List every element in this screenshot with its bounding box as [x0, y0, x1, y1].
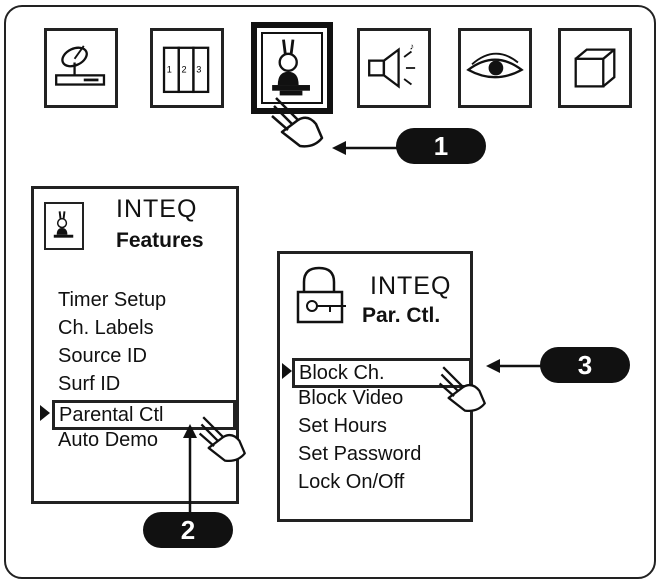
channel-books-icon: 1 2 3 [162, 46, 210, 94]
par-ctl-brand: INTEQ [370, 272, 452, 300]
features-title: Features [116, 229, 204, 252]
callout-1-arrow [332, 141, 398, 155]
callout-1-badge: 1 [396, 128, 486, 164]
pointing-hand-icon-3 [436, 360, 492, 416]
callout-3-arrow [486, 359, 546, 373]
pointing-hand-icon-2 [196, 410, 252, 466]
selection-pointer-icon [40, 405, 50, 421]
menu-item-parental-ctl-label: Parental Ctl [59, 404, 164, 426]
menu-item-auto-demo[interactable]: Auto Demo [58, 429, 159, 451]
svg-text:1: 1 [167, 65, 172, 75]
pointing-hand-icon [268, 90, 330, 152]
features-panel-icon [44, 202, 84, 250]
menu-item-parental-ctl[interactable]: Parental Ctl [52, 400, 236, 430]
menu-item-set-hours[interactable]: Set Hours [298, 415, 387, 437]
svg-text:2: 2 [181, 65, 186, 75]
menu-item-block-video[interactable]: Block Video [298, 387, 404, 409]
cube-icon [574, 48, 616, 88]
par-ctl-title: Par. Ctl. [362, 304, 441, 327]
features-button[interactable] [251, 22, 333, 114]
features-panel: INTEQ Features Timer Setup Ch. Labels So… [31, 186, 239, 504]
callout-3-badge: 3 [540, 347, 630, 383]
audio-button[interactable]: ♪ [357, 28, 431, 108]
satellite-setup-icon [55, 45, 106, 86]
menu-item-timer-setup[interactable]: Timer Setup [58, 289, 167, 311]
menu-item-source-id[interactable]: Source ID [58, 345, 147, 367]
menu-item-block-ch-label: Block Ch. [299, 362, 385, 384]
menu-item-lock-on-off[interactable]: Lock On/Off [298, 471, 405, 493]
cube-button[interactable] [558, 28, 632, 108]
menu-item-ch-labels[interactable]: Ch. Labels [58, 317, 154, 339]
picture-eye-icon [466, 52, 524, 79]
audio-speaker-icon: ♪ [368, 42, 416, 89]
menu-item-block-ch[interactable]: Block Ch. [292, 358, 472, 388]
callout-2-badge: 2 [143, 512, 233, 548]
features-rabbit-icon [272, 39, 310, 96]
svg-text:♪: ♪ [410, 42, 415, 52]
selection-pointer-icon-2 [282, 363, 292, 379]
par-ctl-panel: INTEQ Par. Ctl. Block Ch. Block Video Se… [277, 251, 473, 522]
menu-item-set-password[interactable]: Set Password [298, 443, 422, 465]
svg-text:3: 3 [196, 65, 201, 75]
channel-books-button[interactable]: 1 2 3 [150, 28, 224, 108]
picture-button[interactable] [458, 28, 532, 108]
lock-key-icon [294, 264, 350, 331]
features-brand: INTEQ [116, 195, 198, 223]
menu-item-surf-id[interactable]: Surf ID [58, 373, 121, 395]
satellite-setup-button[interactable] [44, 28, 118, 108]
callout-2-arrow [183, 424, 197, 522]
outer-frame [4, 5, 656, 579]
